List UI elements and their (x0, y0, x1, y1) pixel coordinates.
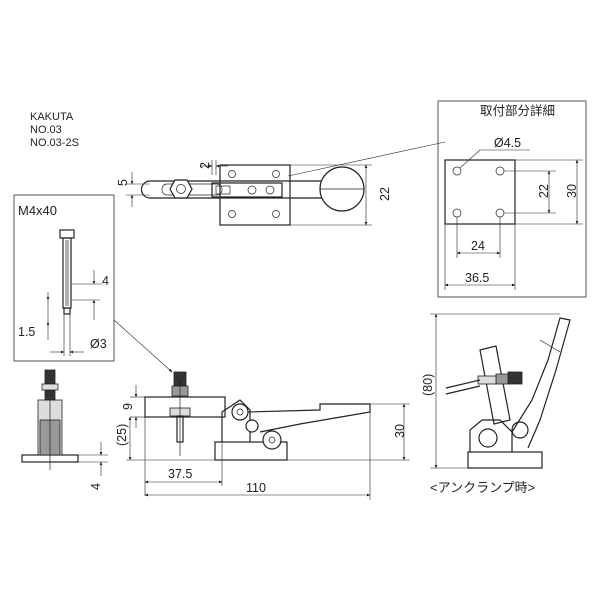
front-dim-30: 30 (393, 424, 407, 438)
front-dim-25: (25) (115, 424, 129, 446)
detail-dim-24: 24 (471, 239, 485, 253)
front-dim-9: 9 (121, 403, 135, 410)
bolt-dim-1-5: 1.5 (18, 325, 35, 339)
top-view: 2 5 22 (116, 141, 446, 226)
top-dim-5: 5 (116, 179, 130, 186)
front-dim-37-5: 37.5 (168, 467, 192, 481)
mounting-detail: 取付部分詳細 Ø4.5 22 30 24 36.5 (437, 100, 587, 298)
unclamp-caption: <アンクランプ時> (430, 480, 535, 495)
brand-block: KAKUTA NO.03 NO.03-2S (30, 111, 79, 149)
bolt-dim-dia3: Ø3 (90, 337, 107, 351)
detail-title: 取付部分詳細 (480, 103, 555, 118)
model-label-1: NO.03 (30, 124, 62, 136)
bolt-dim-4: 4 (102, 274, 109, 288)
bolt-detail: M4x40 4 1.5 Ø3 (13, 194, 173, 373)
front-view: 9 (25) 30 37.5 110 (115, 371, 410, 500)
detail-dim-36-5: 36.5 (465, 271, 489, 285)
unclamp-dim-80: (80) (421, 374, 435, 396)
model-label-2: NO.03-2S (30, 137, 79, 149)
maker-label: KAKUTA (30, 111, 74, 123)
detail-dim-22: 22 (537, 184, 551, 198)
side-dim-4: 4 (89, 483, 103, 490)
side-view: 4 (21, 369, 108, 490)
unclamp-view: (80) <アンクランプ時> (421, 313, 571, 495)
detail-dim-30: 30 (565, 184, 579, 198)
top-dim-2: 2 (198, 162, 212, 169)
top-dim-22: 22 (378, 187, 392, 201)
detail-hole-diameter: Ø4.5 (494, 136, 521, 150)
bolt-thread-spec: M4x40 (18, 203, 57, 218)
front-dim-110: 110 (246, 481, 266, 495)
